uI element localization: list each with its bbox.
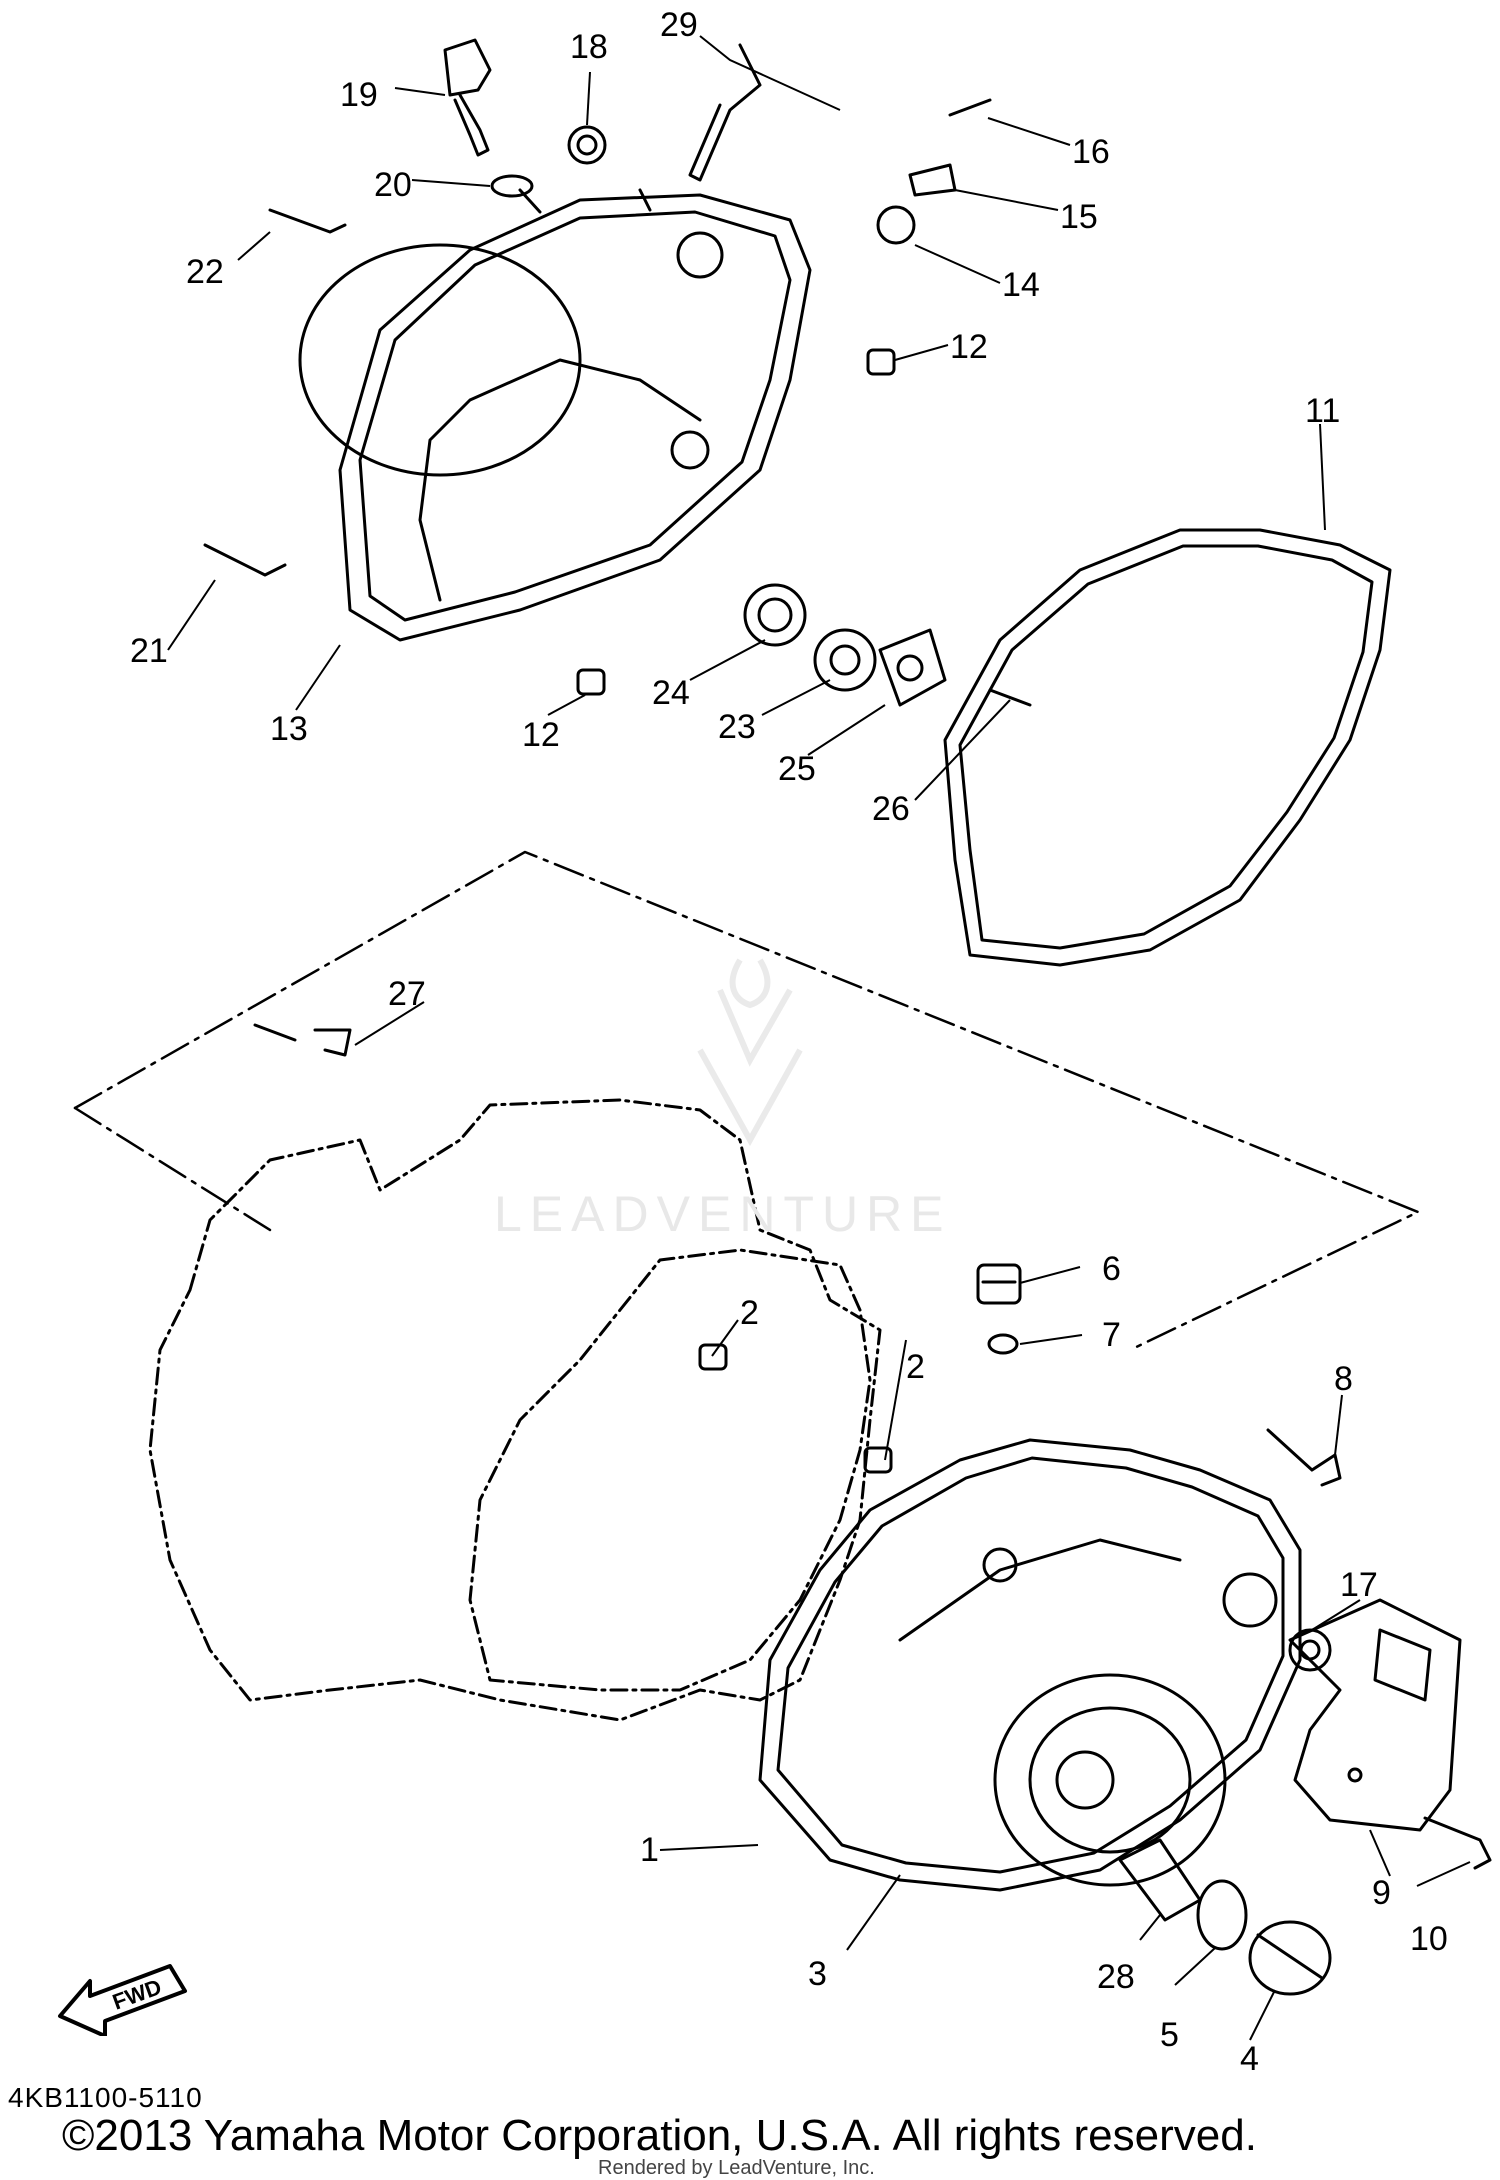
collar-28-part — [1118, 1838, 1202, 1922]
callout-2-left: 2 — [740, 1294, 759, 1332]
callout-21: 21 — [130, 632, 168, 670]
leadventure-watermark-logo — [697, 958, 803, 1147]
dowel-pin-12-part — [576, 348, 896, 696]
callout-26: 26 — [872, 790, 910, 828]
diagram-code: 4KB1100-5110 — [8, 2082, 203, 2113]
screw-26-part — [988, 688, 1032, 707]
callout-8: 8 — [1334, 1360, 1353, 1398]
callout-7: 7 — [1102, 1316, 1121, 1354]
fwd-arrow-icon: FWD — [58, 1964, 187, 2036]
callout-28: 28 — [1097, 1958, 1135, 1996]
callout-15: 15 — [1060, 198, 1098, 236]
guide-15-part — [908, 163, 957, 197]
callout-12-lower: 12 — [522, 716, 560, 754]
oil-seal-18-part — [567, 125, 607, 165]
o-ring-5-part — [1196, 1879, 1248, 1951]
oil-seal-24-part — [743, 583, 807, 647]
dowel-pin-2-part — [698, 1343, 893, 1474]
callout-23: 23 — [718, 708, 756, 746]
bolt-21-part — [203, 543, 287, 577]
gasket-part — [943, 528, 1392, 967]
oil-seal-17-part — [1288, 1628, 1332, 1672]
bearing-23-part — [813, 628, 877, 692]
guide-27-part — [253, 1023, 352, 1057]
plug-6-part — [976, 1263, 1022, 1305]
callout-29: 29 — [660, 6, 698, 44]
callout-5: 5 — [1160, 2016, 1179, 2054]
oil-filler-plug-part — [443, 38, 492, 157]
callout-1: 1 — [640, 1831, 659, 1869]
callout-3: 3 — [808, 1955, 827, 1993]
callout-24: 24 — [652, 674, 690, 712]
callout-6: 6 — [1102, 1250, 1121, 1288]
crankcase-cover-left-part — [298, 188, 812, 642]
callout-25: 25 — [778, 750, 816, 788]
seal-14-part — [876, 205, 916, 245]
callout-20: 20 — [374, 166, 412, 204]
callout-9: 9 — [1372, 1874, 1391, 1912]
washer-20-part — [490, 174, 534, 198]
callout-19: 19 — [340, 76, 378, 114]
bolt-22-part — [268, 208, 347, 234]
callout-22: 22 — [186, 253, 224, 291]
callout-10: 10 — [1410, 1920, 1448, 1958]
callout-2-right: 2 — [906, 1348, 925, 1386]
plug-4-part — [1248, 1920, 1332, 1996]
bolt-8-part — [1266, 1428, 1342, 1487]
callout-17: 17 — [1340, 1566, 1378, 1604]
callout-4: 4 — [1240, 2040, 1259, 2078]
engine-block-outline — [148, 1098, 882, 1722]
crankcase-cover-right-part — [758, 1438, 1302, 1892]
callout-leader-lines — [167, 35, 1471, 2041]
callout-16: 16 — [1072, 133, 1110, 171]
bolt-10-part — [1423, 1816, 1492, 1870]
callout-12-upper: 12 — [950, 328, 988, 366]
copyright-notice: ©2013 Yamaha Motor Corporation, U.S.A. A… — [62, 2111, 1257, 2160]
reference-plane-outline — [73, 850, 1420, 1352]
bolt-16-part — [948, 98, 992, 117]
o-ring-7-part — [987, 1333, 1019, 1355]
callout-13: 13 — [270, 710, 308, 748]
plate-25-part — [878, 628, 947, 707]
bracket-29-part — [688, 43, 762, 182]
rendered-by-notice: Rendered by LeadVenture, Inc. — [598, 2157, 875, 2179]
watermark-text: LEADVENTURE — [494, 1186, 952, 1242]
cover-plate-part — [1288, 1598, 1462, 1832]
callout-27: 27 — [388, 975, 426, 1013]
callout-14: 14 — [1002, 266, 1040, 304]
callout-11: 11 — [1305, 392, 1341, 430]
callout-18: 18 — [570, 28, 608, 66]
